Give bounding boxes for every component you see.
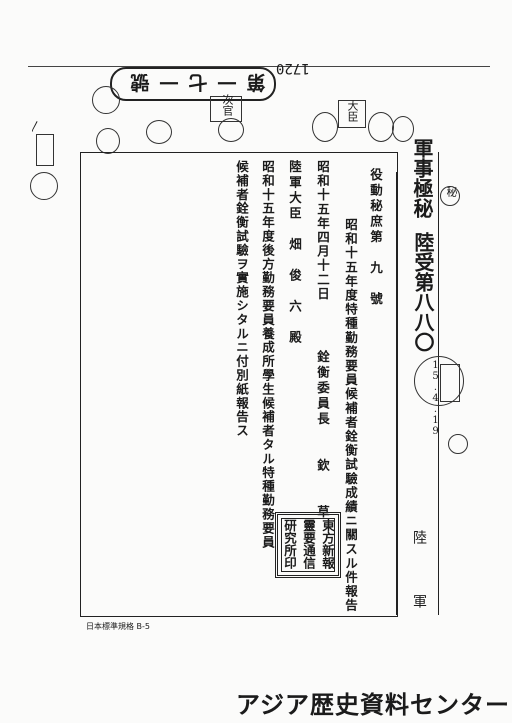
secret-stamp xyxy=(440,186,460,206)
margin-mark: 〳 xyxy=(30,120,41,133)
document-frame xyxy=(80,152,398,617)
archive-brand: アジア歴史資料センター xyxy=(236,691,511,719)
document-number-pill: 第一七一號 xyxy=(110,67,276,101)
sender: 銓衡委員長 欽 草 xyxy=(315,350,330,521)
date-stamp-text: 15.4.19 xyxy=(430,360,441,437)
minister-label: 大臣 xyxy=(346,100,359,122)
seal-text-col3: 研究所印 xyxy=(282,519,297,569)
approval-stamp xyxy=(392,116,414,142)
approval-stamp xyxy=(368,112,394,142)
margin-stamp xyxy=(30,172,58,200)
document-date: 昭和十五年四月十二日 xyxy=(315,160,330,301)
form-number: 日本標準規格 B-5 xyxy=(86,622,151,631)
approval-stamp xyxy=(448,434,468,454)
approval-stamp xyxy=(312,112,338,142)
seal-text-col1: 東方新報 xyxy=(320,519,335,569)
top-rule xyxy=(28,66,490,67)
side-label-top: 陸 xyxy=(411,530,427,544)
approval-stamp xyxy=(146,120,172,144)
receipt-stamp xyxy=(440,364,460,402)
side-column-left-rule xyxy=(396,172,397,615)
seal-text-col2: 靈要通信 xyxy=(301,519,316,569)
approval-stamp xyxy=(96,128,120,154)
classification-label: 軍事極秘 xyxy=(410,138,434,218)
date-stamp xyxy=(414,356,464,406)
reference-number: 役動秘庶第 九 號 xyxy=(368,168,383,308)
margin-stamp xyxy=(36,134,54,166)
body-line-1: 昭和十五年度後方勤務要員養成所學生候補者タル特種勤務要員 xyxy=(260,160,275,550)
approval-stamp xyxy=(92,86,120,114)
square-seal: 東方新報 靈要通信 研究所印 xyxy=(275,512,341,578)
secret-stamp-text: 秘 xyxy=(445,186,458,197)
receipt-number: 陸受第八八〇 xyxy=(411,232,435,352)
minister-stamp xyxy=(338,100,366,128)
recipient: 陸軍大臣 畑 俊 六 殿 xyxy=(287,160,302,346)
document-subject: 昭和十五年度特種勤務要員候補者銓衡試驗成績ニ關スル件報告 xyxy=(343,218,358,613)
side-label-bottom: 軍 xyxy=(411,594,427,608)
serial-number: 1720 xyxy=(276,60,310,76)
body-line-2: 候補者銓衡試驗ヲ實施シタルニ付別紙報告ス xyxy=(234,160,249,438)
approval-stamp xyxy=(218,118,244,142)
vice-minister-label: 次官 xyxy=(221,94,234,116)
